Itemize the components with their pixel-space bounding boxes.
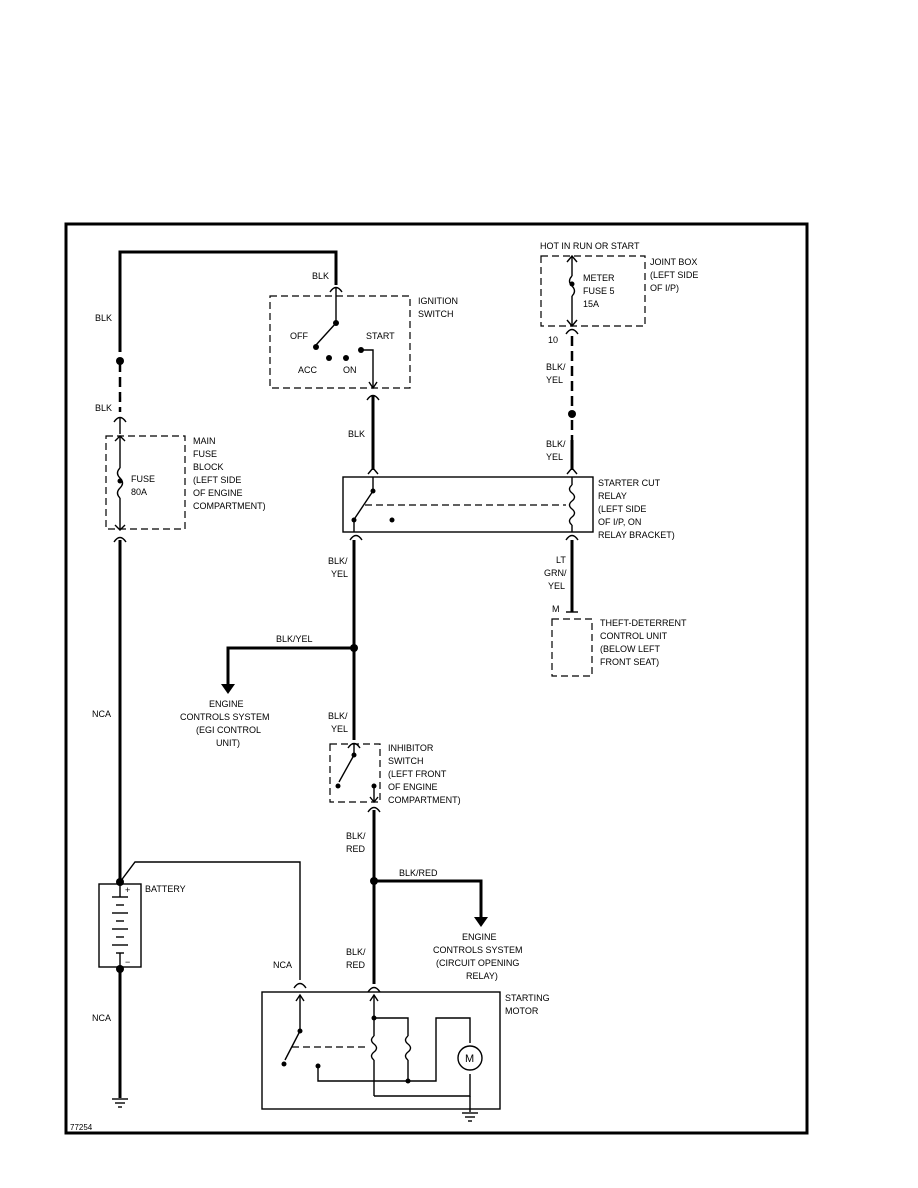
ignition-position-off: OFF (290, 331, 308, 341)
relay-to-inhibitor-wire (221, 540, 358, 740)
wire-label-blk-yel-branch: BLK/YEL (276, 634, 313, 644)
joint-box-terminal: 10 (548, 335, 558, 345)
motor-symbol: M (465, 1053, 474, 1065)
wire-label-blk-ign-out: BLK (348, 429, 365, 439)
battery (98, 878, 142, 973)
meter-fuse-to-relay-wire (566, 336, 578, 475)
battery-minus: − (125, 957, 130, 967)
ignition-to-relay-wire (367, 396, 379, 475)
theft-unit-terminal: M (552, 604, 560, 614)
relay-to-theft-unit-wire (566, 540, 578, 613)
main-fuse-label: FUSE 80A (131, 474, 158, 497)
ignition-position-on: ON (343, 365, 357, 375)
wire-label-blk-yel-2: BLK/ YEL (546, 439, 568, 462)
ignition-position-acc: ACC (298, 365, 318, 375)
joint-box-location: JOINT BOX (LEFT SIDE OF I/P) (650, 257, 701, 293)
diagram-frame (64, 222, 809, 1135)
wire-label-nca-left: NCA (92, 709, 111, 719)
ignition-position-start: START (366, 331, 395, 341)
meter-fuse-label: METER FUSE 5 15A (583, 273, 617, 309)
starter-cut-relay-label: STARTER CUT RELAY (LEFT SIDE OF I/P, ON … (598, 478, 675, 540)
main-fuse-block (105, 435, 186, 531)
figure-id: 77254 (70, 1123, 93, 1132)
theft-unit-label: THEFT-DETERRENT CONTROL UNIT (BELOW LEFT… (600, 618, 689, 667)
theft-deterrent-control-unit (551, 618, 593, 677)
engine-controls-cor-label: ENGINE CONTROLS SYSTEM (CIRCUIT OPENING … (433, 932, 525, 981)
inhibitor-switch-label: INHIBITOR SWITCH (LEFT FRONT OF ENGINE C… (388, 743, 461, 805)
wire-label-lt-grn-yel: LT GRN/ YEL (544, 555, 569, 591)
battery-plus: + (125, 885, 130, 895)
wire-label-blk-left-lower: BLK (95, 403, 112, 413)
engine-controls-egi-label: ENGINE CONTROLS SYSTEM (EGI CONTROL UNIT… (180, 699, 272, 748)
battery-to-motor-wire (119, 861, 307, 989)
wire-label-blk-red-branch: BLK/RED (399, 868, 438, 878)
wire-label-blk-yel-inhib-in: BLK/ YEL (328, 711, 350, 734)
wire-label-nca-motor: NCA (273, 960, 292, 970)
starter-cut-relay (342, 476, 594, 541)
battery-ground (112, 970, 128, 1108)
joint-box (540, 254, 646, 335)
wire-label-nca-bottom: NCA (92, 1013, 111, 1023)
wire-label-blk-left-upper: BLK (95, 313, 112, 323)
starting-motor-label: STARTING MOTOR (505, 993, 552, 1016)
inhibitor-switch (329, 742, 381, 813)
wire-label-blk-red-2: BLK/ RED (346, 947, 368, 970)
battery-feed-wire (113, 250, 338, 880)
inhibitor-to-motor-wire (367, 810, 488, 993)
wire-label-blk-top: BLK (312, 271, 329, 281)
wire-label-blk-yel-relay-out: BLK/ YEL (328, 556, 350, 579)
starting-motor (261, 991, 501, 1122)
ignition-switch (269, 286, 411, 401)
hot-in-run-or-start-label: HOT IN RUN OR START (540, 241, 640, 251)
wire-label-blk-red-1: BLK/ RED (346, 831, 368, 854)
battery-label: BATTERY (145, 884, 186, 894)
wire-label-blk-yel-1: BLK/ YEL (546, 362, 568, 385)
ignition-switch-label: IGNITION SWITCH (418, 296, 461, 319)
main-fuse-block-location: MAIN FUSE BLOCK (LEFT SIDE OF ENGINE COM… (193, 436, 266, 511)
